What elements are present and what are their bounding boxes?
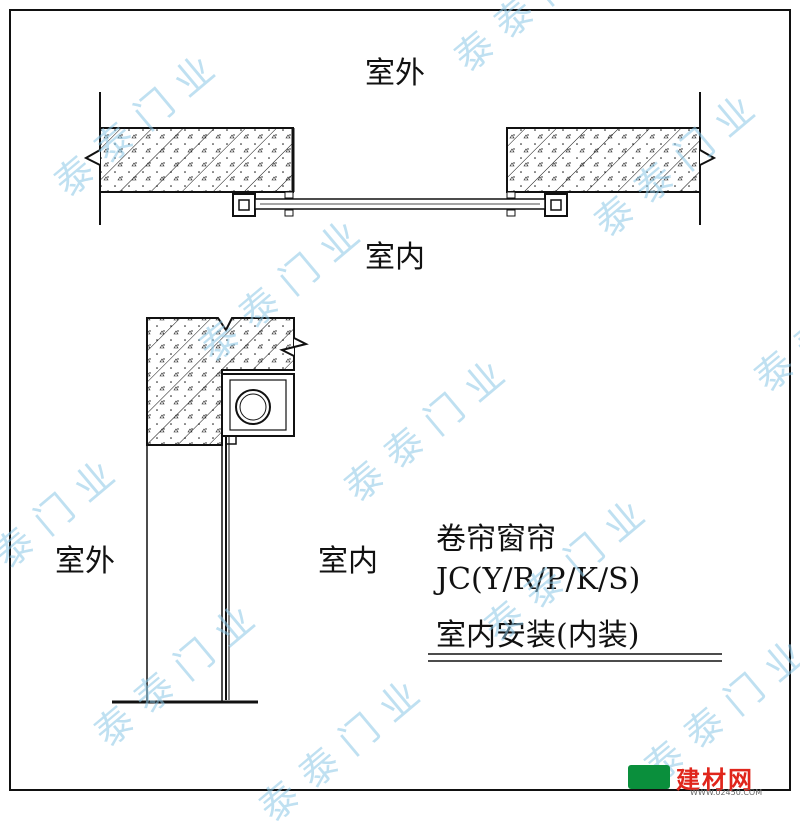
plan-view: [83, 92, 717, 225]
legend-model: JC(Y/R/P/K/S): [436, 562, 641, 597]
top-outside-label: 室外: [365, 56, 425, 91]
logo-building-icon: [628, 765, 670, 789]
section-view: [112, 317, 309, 704]
logo-url: WWW.02450.COM: [690, 788, 763, 797]
roller-tube: [235, 389, 271, 425]
legend-install: 室内安装(内装): [436, 618, 640, 653]
site-logo[interactable]: 建材网: [628, 764, 754, 794]
top-inside-label: 室内: [365, 240, 425, 275]
side-inside-label: 室内: [318, 544, 378, 579]
outer-frame: [9, 9, 791, 791]
logo-text: 建材网: [676, 765, 754, 794]
installation-diagram: [9, 9, 791, 791]
legend-title: 卷帘窗帘: [436, 522, 556, 557]
side-outside-label: 室外: [55, 544, 115, 579]
